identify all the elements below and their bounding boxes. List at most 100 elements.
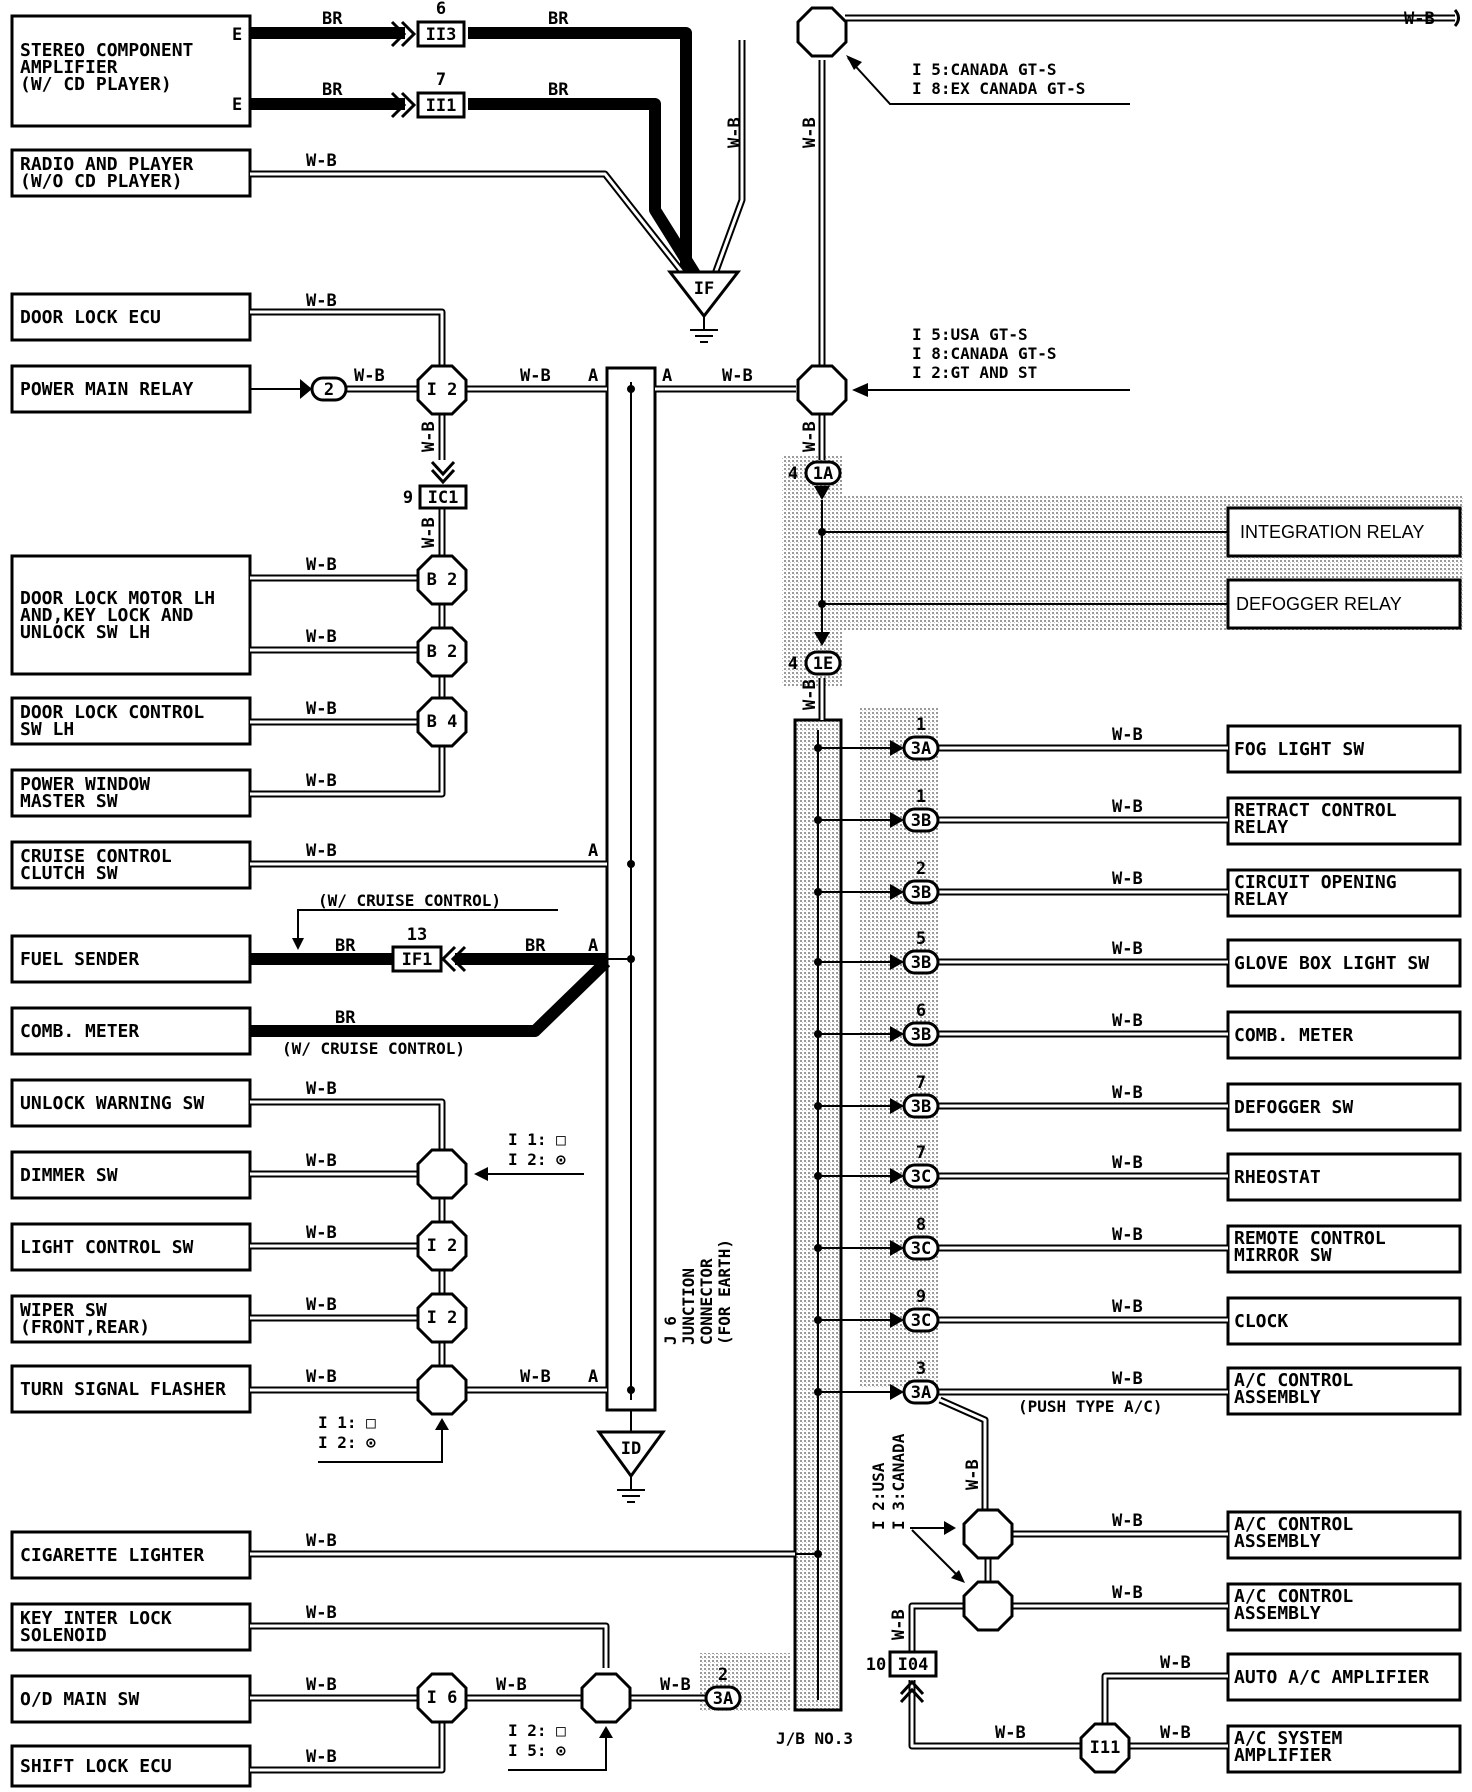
cruise-clutch-line-2: CLUTCH SW	[20, 863, 118, 884]
svg-text:A: A	[662, 366, 672, 386]
jb-pin-3c-8: 3C8	[902, 1215, 940, 1261]
door-lock-ecu-label: DOOR LOCK ECU	[20, 307, 161, 328]
key-inter-lock-solenoid-box	[10, 1602, 252, 1652]
svg-text:BR: BR	[548, 9, 569, 29]
stereo-line-1: STEREO COMPONENT	[20, 40, 194, 61]
svg-text:3A: 3A	[911, 1383, 931, 1403]
svg-text:3B: 3B	[911, 953, 931, 973]
svg-text:BR: BR	[335, 1008, 356, 1028]
svg-text:W-B: W-B	[1112, 797, 1143, 817]
svg-text:8: 8	[916, 1215, 926, 1235]
svg-text:W-B: W-B	[800, 421, 820, 452]
svg-text:9: 9	[916, 1287, 926, 1307]
mid-splice-note-1: I 5:USA GT-S	[912, 325, 1028, 344]
ac-system-line-2: AMPLIFIER	[1234, 1745, 1332, 1766]
svg-text:5: 5	[916, 929, 926, 949]
retract-line-2: RELAY	[1234, 817, 1288, 838]
ac-control-2-line-1: A/C CONTROL	[1234, 1514, 1353, 1535]
svg-text:W-B: W-B	[354, 366, 385, 386]
svg-text:BR: BR	[525, 936, 546, 956]
circuit-opening-line-1: CIRCUIT OPENING	[1234, 872, 1397, 893]
comb-meter-right-box	[1226, 1010, 1462, 1060]
top-right-continuation-mark	[1453, 9, 1460, 27]
br-wire-ii1-out	[468, 98, 706, 286]
svg-text:W-B: W-B	[660, 1675, 691, 1695]
door-lock-control-line-1: DOOR LOCK CONTROL	[20, 702, 204, 723]
svg-text:W-B: W-B	[722, 366, 753, 386]
splices	[416, 6, 1131, 1774]
fuel-sender-label: FUEL SENDER	[20, 949, 139, 970]
retract-control-relay-box	[1226, 796, 1462, 846]
splice-i6-label: I 6	[427, 1688, 458, 1708]
splice-dimmer	[416, 1148, 468, 1200]
splice-ac-1	[962, 1508, 1014, 1560]
unlock-warning-sw-box	[10, 1078, 252, 1128]
svg-text:W-B: W-B	[496, 1675, 527, 1695]
svg-text:3B: 3B	[911, 883, 931, 903]
svg-text:A: A	[588, 1367, 598, 1387]
svg-text:1: 1	[916, 715, 926, 735]
svg-text:W-B: W-B	[520, 366, 551, 386]
dimmer-sw-label: DIMMER SW	[20, 1165, 118, 1186]
clock-label: CLOCK	[1234, 1311, 1288, 1332]
svg-text:W-B: W-B	[1160, 1723, 1191, 1743]
shift-lock-ecu-box	[10, 1744, 252, 1788]
connector-ic1-label: IC1	[428, 488, 459, 508]
ac-vertical-note-2: I 3:CANADA	[889, 1433, 908, 1530]
jb-pin-3b-2: 3B2	[902, 859, 940, 905]
j6-taps	[607, 385, 635, 1432]
wiper-sw-box	[10, 1294, 252, 1344]
integration-relay-box	[1226, 506, 1462, 558]
ac-control-1-line-2: ASSEMBLY	[1234, 1387, 1321, 1408]
svg-text:BR: BR	[548, 80, 569, 100]
clock-box	[1226, 1296, 1462, 1346]
jb-pin-shade-top	[782, 456, 842, 686]
jb-pin-3b-1: 3B1	[902, 787, 940, 833]
svg-text:BR: BR	[322, 9, 343, 29]
ac-system-amplifier-box	[1226, 1724, 1462, 1774]
j6-label-3: CONNECTOR	[697, 1258, 716, 1345]
connector-ic1-pin: 9	[403, 488, 413, 508]
turn-signal-label: TURN SIGNAL FLASHER	[20, 1379, 226, 1400]
connector-ic1	[418, 484, 468, 510]
jb-pills: 1A4 1E4 3A1 3B1 3B2 3B5 3B6 3B7 3C7 3C8 …	[704, 460, 940, 1711]
light-control-label: LIGHT CONTROL SW	[20, 1237, 194, 1258]
cigarette-lighter-label: CIGARETTE LIGHTER	[20, 1545, 204, 1566]
remote-mirror-line-2: MIRROR SW	[1234, 1245, 1332, 1266]
ac-control-assembly-3-box	[1226, 1582, 1462, 1632]
cruise-bottom-note: (W/ CRUISE CONTROL)	[282, 1039, 465, 1058]
cigarette-lighter-box	[10, 1530, 252, 1580]
power-main-relay-box	[10, 364, 252, 414]
svg-text:W-B: W-B	[306, 1151, 337, 1171]
svg-text:W-B: W-B	[306, 151, 337, 171]
defogger-sw-label: DEFOGGER SW	[1234, 1097, 1353, 1118]
connector-i04-pin: 10	[866, 1655, 886, 1675]
ground-id: ID	[596, 1430, 666, 1503]
ground-if: IF	[666, 270, 742, 343]
annotations: I 5:CANADA GT-S I 8:EX CANADA GT-S I 5:U…	[282, 55, 1163, 1771]
radio-line-1: RADIO AND PLAYER	[20, 154, 194, 175]
power-main-relay-label: POWER MAIN RELAY	[20, 379, 194, 400]
ac-vertical-note-1: I 2:USA	[869, 1462, 888, 1530]
svg-text:W-B: W-B	[306, 1295, 337, 1315]
connector-if1-pin: 13	[407, 925, 427, 945]
svg-text:W-B: W-B	[1112, 939, 1143, 959]
dimmer-note-1: I 1: □	[508, 1130, 566, 1149]
svg-text:A: A	[588, 936, 598, 956]
svg-text:2: 2	[916, 859, 926, 879]
svg-text:W-B: W-B	[725, 117, 745, 148]
fog-light-label: FOG LIGHT SW	[1234, 739, 1364, 760]
connector-i04-label: I04	[898, 1655, 929, 1675]
mid-right-splice	[796, 364, 848, 416]
od-main-label: O/D MAIN SW	[20, 1689, 139, 1710]
glove-box-light-sw-box	[1226, 938, 1462, 988]
dimmer-sw-box	[10, 1150, 252, 1200]
key-inter-lock-line-1: KEY INTER LOCK	[20, 1608, 172, 1629]
connector-ii3-label: II3	[426, 25, 457, 45]
ground-id-label: ID	[621, 1439, 641, 1459]
power-window-line-2: MASTER SW	[20, 791, 118, 812]
push-type-note: (PUSH TYPE A/C)	[1018, 1397, 1163, 1416]
terminal-letters: E E A A A A A	[232, 25, 672, 1387]
splice-b2a-label: B 2	[427, 570, 458, 590]
br-wire-comb-meter	[250, 957, 611, 1037]
